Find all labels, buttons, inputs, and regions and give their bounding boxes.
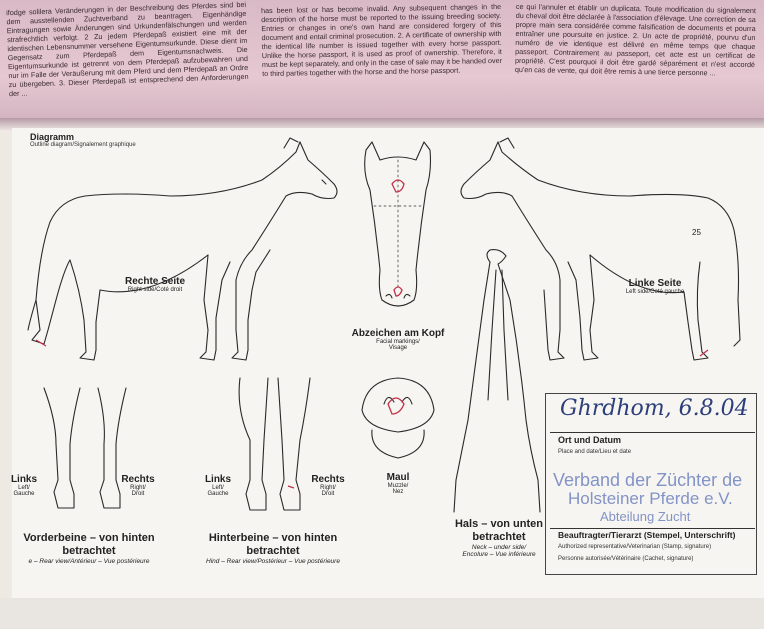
snip-marking bbox=[394, 287, 402, 296]
horse-right-side-outline bbox=[28, 138, 337, 360]
caption-forelegs-line1: Vorderbeine – von hinten bbox=[0, 532, 178, 545]
forelegs-rear-view-outline bbox=[44, 388, 126, 508]
caption-neck-sub1: Neck – under side/ bbox=[436, 544, 562, 551]
caption-forelegs-sub: e – Rear view/Antérieur – Vue postérieur… bbox=[0, 558, 178, 565]
label-right-side: Rechte Seite Right side/Coté droit bbox=[100, 276, 210, 293]
official-sublabel-en: Authorized representative/Veterinarian (… bbox=[558, 544, 711, 550]
label-hind-right: Rechts Right/ Droit bbox=[306, 474, 350, 497]
caption-hindlegs-line2: betrachtet bbox=[184, 545, 362, 558]
muzzle-marking bbox=[388, 398, 404, 414]
label-front-right-main: Rechts bbox=[118, 474, 158, 485]
label-left-side-sub: Left side/Coté gauche bbox=[600, 289, 710, 295]
label-hind-right-main: Rechts bbox=[306, 474, 350, 485]
hind-leg-marking bbox=[288, 486, 294, 488]
caption-hindlegs-line1: Hinterbeine – von hinten bbox=[184, 532, 362, 545]
hand-drawn-mark: 25 bbox=[692, 228, 701, 237]
official-sublabel-fr: Personne autorisée/Vétérinaire (Cachet, … bbox=[558, 556, 693, 562]
caption-forelegs-line2: betrachtet bbox=[0, 545, 178, 558]
label-front-left-main: Links bbox=[4, 474, 44, 485]
label-front-right-sub2: Droit bbox=[118, 491, 158, 497]
official-label: Beauftragter/Tierarzt (Stempel, Untersch… bbox=[558, 530, 735, 540]
label-front-left-sub2: Gauche bbox=[4, 491, 44, 497]
label-head: Abzeichen am Kopf Facial markings/ Visag… bbox=[336, 328, 460, 351]
label-hind-right-sub2: Droit bbox=[306, 491, 350, 497]
label-head-sub2: Visage bbox=[336, 345, 460, 351]
label-hind-left-sub2: Gauche bbox=[198, 491, 238, 497]
official-signature-line bbox=[550, 528, 755, 529]
horse-left-side-outline bbox=[461, 138, 740, 360]
association-stamp-line1: Verband der Züchter de bbox=[553, 470, 742, 491]
neck-underside-outline bbox=[454, 250, 540, 512]
association-stamp-line2: Holsteiner Pferde e.V. bbox=[568, 489, 733, 509]
label-right-side-main: Rechte Seite bbox=[100, 276, 210, 287]
handwritten-place-date: Ghrdhom, 6.8.04 bbox=[560, 396, 749, 421]
place-date-label: Ort und Datum bbox=[558, 435, 621, 445]
caption-forelegs: Vorderbeine – von hinten betrachtet e – … bbox=[0, 532, 178, 565]
caption-neck: Hals – von unten betrachtet Neck – under… bbox=[436, 518, 562, 558]
association-stamp-line3: Abteilung Zucht bbox=[600, 509, 690, 524]
caption-neck-line1: Hals – von unten bbox=[436, 518, 562, 531]
label-hind-left-main: Links bbox=[198, 474, 238, 485]
caption-neck-sub2: Encolure – Vue inférieure bbox=[436, 551, 562, 558]
place-date-line bbox=[550, 432, 755, 433]
caption-neck-line2: betrachtet bbox=[436, 531, 562, 544]
caption-hindlegs: Hinterbeine – von hinten betrachtet Hind… bbox=[184, 532, 362, 565]
place-date-sublabel: Place and date/Lieu et date bbox=[558, 449, 631, 455]
label-front-left: Links Left/ Gauche bbox=[4, 474, 44, 497]
hindlegs-rear-view-outline bbox=[239, 378, 310, 510]
label-muzzle-main: Maul bbox=[368, 472, 428, 483]
label-left-side-main: Linke Seite bbox=[600, 278, 710, 289]
label-hind-left: Links Left/ Gauche bbox=[198, 474, 238, 497]
label-right-side-sub: Right side/Coté droit bbox=[100, 287, 210, 293]
caption-hindlegs-sub: Hind – Rear view/Postérieur – Vue postér… bbox=[184, 558, 362, 565]
horse-head-front-outline bbox=[365, 142, 431, 306]
label-muzzle-sub2: Nez bbox=[368, 489, 428, 495]
label-left-side: Linke Seite Left side/Coté gauche bbox=[600, 278, 710, 295]
label-head-main: Abzeichen am Kopf bbox=[336, 328, 460, 339]
left-fore-marking bbox=[700, 350, 708, 356]
label-front-right: Rechts Right/ Droit bbox=[118, 474, 158, 497]
label-muzzle: Maul Muzzle/ Nez bbox=[368, 472, 428, 495]
muzzle-outline bbox=[362, 378, 434, 458]
